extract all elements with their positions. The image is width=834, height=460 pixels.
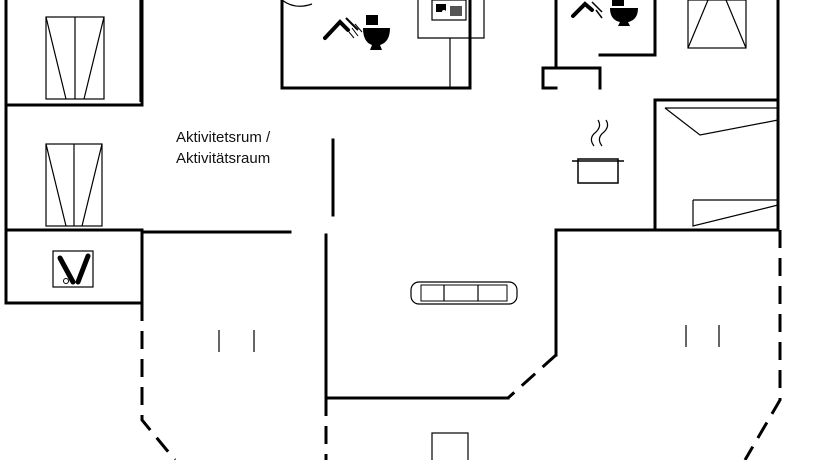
terrace-furniture <box>218 325 720 352</box>
room-label-activity-room: Aktivitetsrum / Aktivitätsraum <box>176 127 270 169</box>
washing-machine-icon <box>431 0 467 21</box>
shower-icon <box>323 17 363 40</box>
beds-icon <box>45 16 105 100</box>
wine-bottles-icon <box>52 250 94 288</box>
room-label-danish: Aktivitetsrum / <box>176 129 271 146</box>
single-bed-icon <box>687 0 747 49</box>
terrace-outline <box>140 230 782 460</box>
door-swing <box>281 0 313 7</box>
room-label-german: Aktivitätsraum <box>176 150 271 167</box>
beds-icon <box>45 143 103 227</box>
single-bed-icon <box>431 432 469 460</box>
cooking-pot-icon <box>572 119 624 184</box>
toilet-icon <box>610 0 638 26</box>
sofa-icon <box>410 281 518 305</box>
toilet-icon <box>363 15 390 50</box>
shower-icon <box>571 1 603 19</box>
walls <box>4 0 780 400</box>
partitions <box>5 0 485 102</box>
bed-alcoves <box>664 107 779 227</box>
